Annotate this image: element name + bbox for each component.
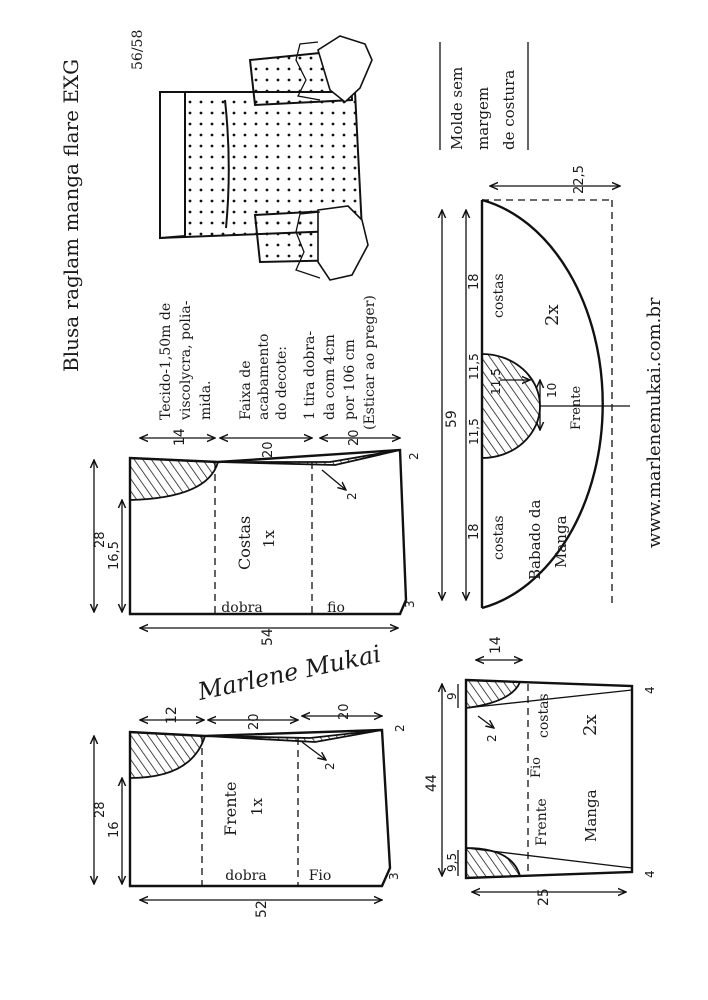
manga-front-drop: 9,5 xyxy=(445,853,459,872)
babado-count: 2x xyxy=(542,304,563,326)
piece-babado: 59 18 18 11,5 11,5 11,5 10 22,5 costas c… xyxy=(442,165,630,610)
babado-label-costas-bottom: costas xyxy=(491,515,507,560)
manga-label-front: Frente xyxy=(534,798,550,846)
seam-note: Molde sem margem de costura xyxy=(439,42,529,150)
costas-top: 2 xyxy=(407,452,421,460)
manga-width: 25 xyxy=(536,888,552,906)
trim-note-line: por 106 cm xyxy=(342,339,358,420)
manga-grain: Fio xyxy=(529,757,544,778)
babado-inner-bottom: 11,5 xyxy=(467,418,481,445)
babado-radius: 11,5 xyxy=(489,368,503,395)
manga-end-top: 4 xyxy=(643,686,657,694)
size-label: 56/58 xyxy=(130,30,146,70)
website-url: www.marlenemukai.com.br xyxy=(644,297,665,548)
trim-note-line: (Esticar ao preger) xyxy=(362,295,378,430)
babado-label-frente: Frente xyxy=(569,385,584,430)
seam-note-line: margem xyxy=(474,87,492,150)
frente-mid: 20 xyxy=(247,713,262,730)
babado-bottom-seg: 18 xyxy=(467,523,482,540)
costas-hem: 3 xyxy=(403,600,417,608)
manga-label-back: costas xyxy=(536,693,552,738)
frente-side: 16 xyxy=(107,821,122,838)
frente-neck: 12 xyxy=(164,706,180,724)
fabric-note-line: mida. xyxy=(198,380,214,420)
trim-note-line: 1 tira dobra- xyxy=(302,331,318,420)
costas-name: Costas xyxy=(235,516,254,570)
frente-grain: Fio xyxy=(309,868,332,884)
costas-count: 1x xyxy=(260,529,278,548)
babado-name2: Manga xyxy=(552,515,570,568)
trim-note-line: Faixa de xyxy=(238,360,254,420)
frente-right: 20 xyxy=(337,703,352,720)
frente-count: 1x xyxy=(248,797,266,816)
costas-neck: 14 xyxy=(172,428,188,446)
babado-length: 59 xyxy=(444,410,460,428)
costas-raglan: 2 xyxy=(345,492,359,500)
manga-raglan-back: 2 xyxy=(485,734,499,742)
manga-count: 2x xyxy=(580,714,601,736)
babado-top-seg: 18 xyxy=(467,273,482,290)
costas-length: 28 xyxy=(93,531,108,548)
fabric-note: Tecido-1,50m de viscolycra, polia- mida. xyxy=(158,300,214,421)
seam-note-line: Molde sem xyxy=(448,67,466,150)
babado-inner-top: 11,5 xyxy=(467,353,481,380)
manga-back-drop: 9 xyxy=(445,692,459,700)
manga-end-bottom: 4 xyxy=(643,870,657,878)
costas-right: 20 xyxy=(347,429,362,446)
frente-hem: 3 xyxy=(387,872,401,880)
frente-top: 2 xyxy=(393,724,407,732)
frente-fold: dobra xyxy=(225,868,266,884)
costas-side: 16,5 xyxy=(107,541,122,570)
manga-name: Manga xyxy=(582,789,600,842)
frente-name: Frente xyxy=(221,782,240,836)
frente-width: 52 xyxy=(254,900,270,918)
fabric-note-line: viscolycra, polia- xyxy=(178,300,194,421)
frente-length: 28 xyxy=(93,801,108,818)
babado-frente-len: 10 xyxy=(545,383,559,398)
costas-grain: fio xyxy=(327,600,345,616)
manga-length: 44 xyxy=(424,774,440,792)
babado-name: Babado da xyxy=(526,499,544,580)
costas-fold: dobra xyxy=(221,600,262,616)
seam-note-line: de costura xyxy=(500,70,518,150)
garment-sketch xyxy=(159,35,373,281)
trim-note-line: da com 4cm xyxy=(322,334,338,420)
trim-note-line: do decote: xyxy=(274,346,290,420)
trim-note-line: acabamento xyxy=(256,334,272,420)
piece-frente: 12 20 20 28 16 52 3 2 2 Frente 1x dobra … xyxy=(93,703,407,918)
piece-costas: 14 20 20 28 16,5 54 3 2 2 Costas 1x dobr… xyxy=(93,428,421,646)
babado-width: 22,5 xyxy=(572,165,587,194)
piece-manga: 14 44 25 9 9,5 2 4 4 costas Frente 2x Ma… xyxy=(424,636,657,906)
signature: Marlene Mukai xyxy=(194,640,383,706)
manga-top: 14 xyxy=(488,636,504,654)
costas-mid: 20 xyxy=(261,441,276,458)
frente-raglan: 2 xyxy=(323,762,337,770)
trim-note: Faixa de acabamento do decote: 1 tira do… xyxy=(238,295,378,430)
babado-label-costas-top: costas xyxy=(491,273,507,318)
costas-width: 54 xyxy=(260,628,276,646)
title: Blusa raglam manga flare EXG xyxy=(59,59,83,372)
fabric-note-line: Tecido-1,50m de xyxy=(158,303,174,420)
